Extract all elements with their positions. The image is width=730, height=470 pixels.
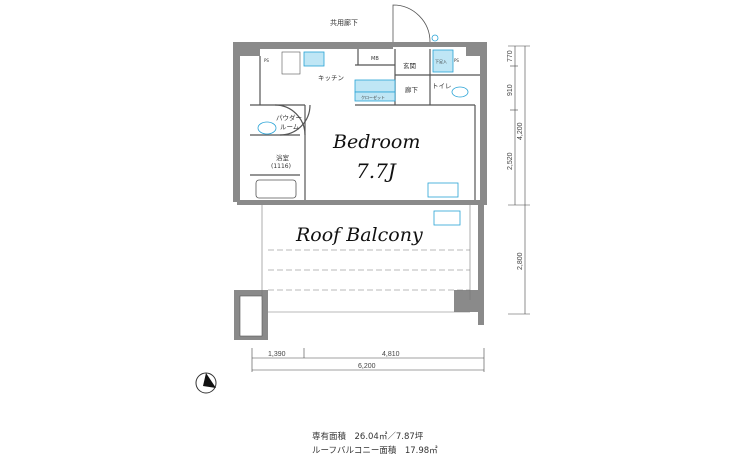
dim-bottom-total: 6,200 (358, 363, 376, 370)
partitions (250, 49, 480, 200)
bathtub (255, 179, 297, 199)
ps-left-label: PS (264, 58, 269, 63)
balcony-label: Roof Balcony (295, 224, 423, 246)
entry-door (392, 4, 431, 43)
washer-space (281, 51, 301, 75)
powder-room-label-2: ルーム (280, 123, 300, 131)
dim-right-total: 4,200 (517, 122, 524, 140)
corridor-label: 共用廊下 (330, 18, 358, 27)
bath-label: 浴室 (276, 153, 290, 162)
ps-right-label: PS (454, 58, 459, 63)
dim-right-balcony: 2,800 (517, 252, 524, 270)
dim-bottom-2: 4,810 (382, 351, 400, 358)
hall-label: 廊下 (405, 85, 419, 94)
dim-right-3: 2,520 (507, 152, 514, 170)
dim-bottom-1: 1,390 (268, 351, 286, 358)
mb-label: MB (371, 56, 379, 62)
powder-room-label-1: パウダー (276, 113, 302, 122)
roof-balcony-area: ルーフバルコニー面積 17.98㎡ (312, 446, 438, 456)
entrance-label: 玄関 (403, 61, 416, 70)
exclusive-area: 専有面積 26.04㎡／7.87坪 (312, 432, 424, 442)
bedroom-size: 7.7J (356, 159, 397, 183)
balcony-lines (261, 205, 471, 313)
bath-size: (1116) (271, 163, 291, 170)
dim-right-2: 910 (507, 84, 514, 96)
closet-label: クローゼット (361, 94, 385, 100)
dim-right-1: 770 (507, 50, 514, 62)
compass-icon (195, 372, 217, 394)
bottom-dimension-lines (251, 348, 485, 372)
bedroom-label: Bedroom (332, 131, 420, 153)
walls (233, 42, 487, 340)
shoe-box-label: 下足入 (435, 59, 447, 64)
toilet-label: トイレ (432, 82, 452, 90)
fixtures (257, 34, 469, 226)
kitchen-label: キッチン (318, 74, 344, 82)
right-dimension-lines (508, 45, 530, 315)
